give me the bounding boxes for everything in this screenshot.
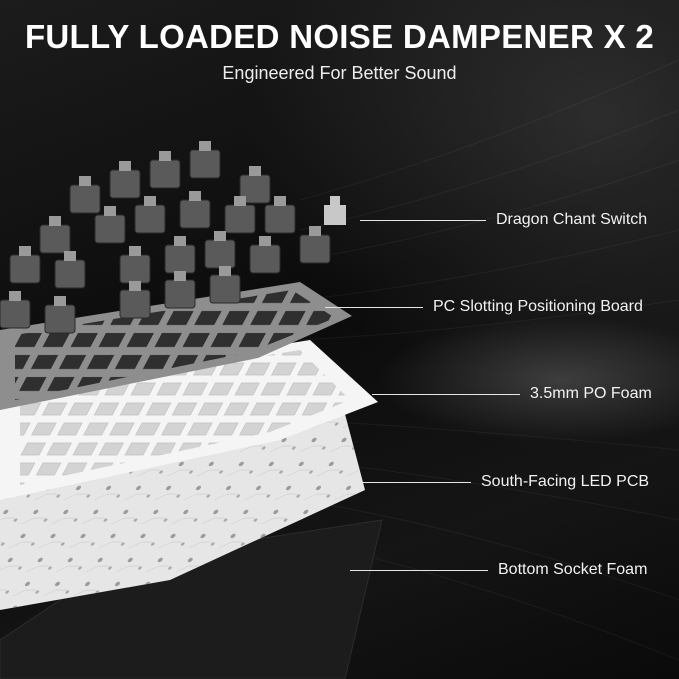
callout-po-foam: 3.5mm PO Foam	[372, 384, 652, 404]
page-subtitle: Engineered For Better Sound	[222, 63, 457, 83]
bottom-socket-foam	[0, 519, 383, 679]
callout-dragon-chant-switch: Dragon Chant Switch	[360, 210, 647, 230]
callout-leader-line	[358, 481, 471, 483]
callout-label: Dragon Chant Switch	[496, 211, 648, 228]
page-title: FULLY LOADED NOISE DAMPENER X 2	[24, 18, 655, 55]
callout-label: South-Facing LED PCB	[481, 473, 650, 490]
callout-leader-line	[325, 306, 423, 308]
switch-cluster	[0, 141, 346, 334]
callout-leader-line	[350, 569, 488, 571]
callout-leader-line	[372, 393, 520, 395]
callout-label: Bottom Socket Foam	[498, 561, 648, 578]
callout-label: 3.5mm PO Foam	[530, 385, 652, 402]
callout-bottom-socket-foam: Bottom Socket Foam	[350, 560, 647, 580]
callout-leader-line	[360, 219, 486, 221]
callout-pc-positioning-board: PC Slotting Positioning Board	[325, 297, 643, 317]
callout-led-pcb: South-Facing LED PCB	[358, 472, 649, 492]
callout-label: PC Slotting Positioning Board	[433, 298, 643, 315]
